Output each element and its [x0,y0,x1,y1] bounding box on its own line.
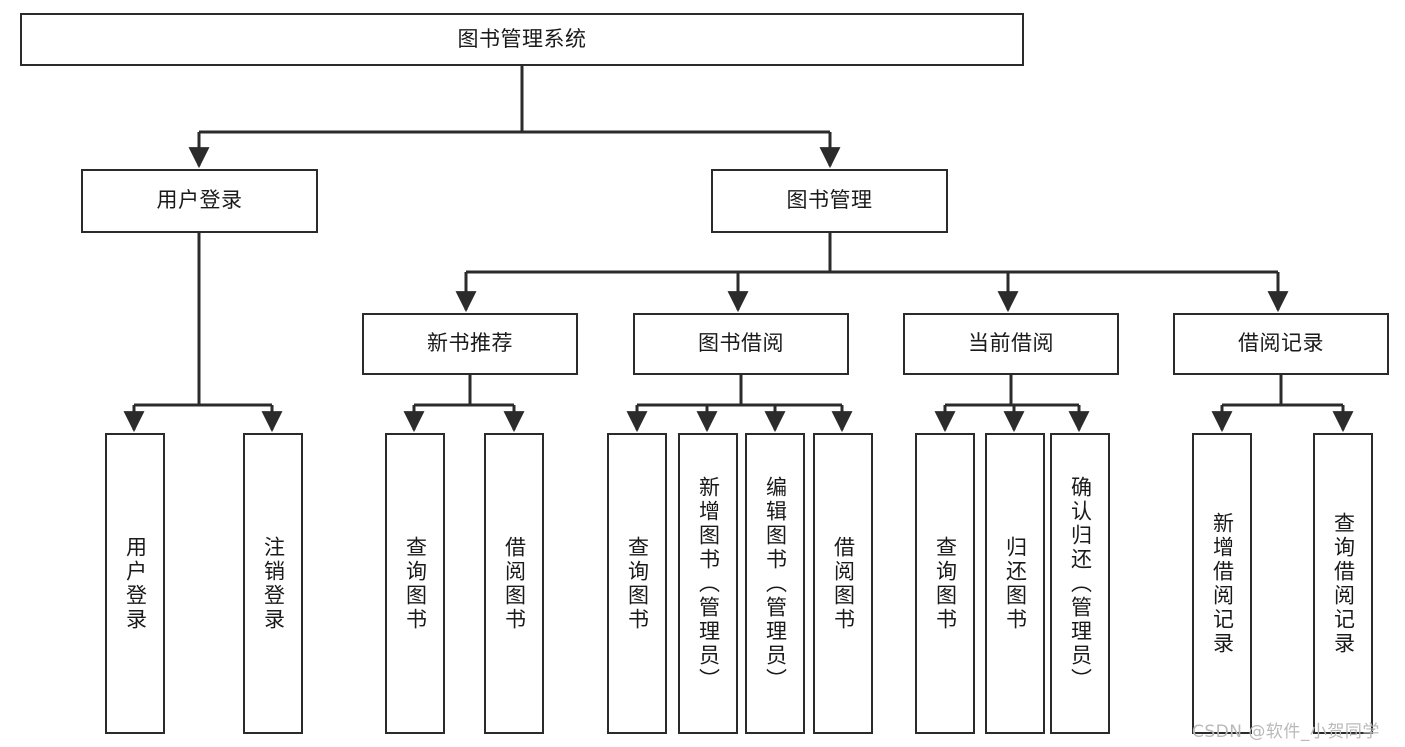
node-book-borrow-label: 图书借阅 [698,331,784,356]
node-root[interactable]: 图书管理系统 [20,13,1024,66]
node-borrow-record-label: 借阅记录 [1238,331,1324,356]
leaf-edit-book-label: 编辑图书（管理员） [763,475,788,692]
leaf-query-book-borrow[interactable]: 查询图书 [607,433,667,734]
leaf-borrow-book-rec-label: 借阅图书 [502,535,527,632]
leaf-user-login-label: 用户登录 [123,535,148,632]
leaf-return-book[interactable]: 归还图书 [985,433,1045,734]
leaf-user-login[interactable]: 用户登录 [105,433,165,734]
leaf-query-record-label: 查询借阅记录 [1331,511,1356,656]
node-new-book-rec[interactable]: 新书推荐 [362,313,578,375]
leaf-return-book-label: 归还图书 [1003,535,1028,632]
leaf-logout-label: 注销登录 [261,535,286,632]
node-book-manage-label: 图书管理 [786,188,873,213]
node-borrow-record[interactable]: 借阅记录 [1173,313,1389,375]
leaf-query-record[interactable]: 查询借阅记录 [1313,433,1373,734]
leaf-query-book-rec[interactable]: 查询图书 [385,433,445,734]
leaf-logout[interactable]: 注销登录 [243,433,303,734]
leaf-borrow-book[interactable]: 借阅图书 [813,433,873,734]
leaf-query-book-current[interactable]: 查询图书 [915,433,975,734]
leaf-confirm-return[interactable]: 确认归还（管理员） [1050,433,1110,734]
leaf-query-book-borrow-label: 查询图书 [625,535,650,632]
leaf-borrow-book-rec[interactable]: 借阅图书 [484,433,544,734]
leaf-query-book-rec-label: 查询图书 [403,535,428,632]
node-root-label: 图书管理系统 [457,26,587,51]
node-new-book-rec-label: 新书推荐 [427,331,513,356]
node-current-borrow-label: 当前借阅 [968,331,1054,356]
node-user-login-label: 用户登录 [156,188,243,213]
node-book-manage[interactable]: 图书管理 [711,169,948,233]
node-user-login[interactable]: 用户登录 [81,169,318,233]
leaf-confirm-return-label: 确认归还（管理员） [1068,475,1093,692]
leaf-edit-book[interactable]: 编辑图书（管理员） [745,433,805,734]
leaf-add-record[interactable]: 新增借阅记录 [1192,433,1252,734]
node-current-borrow[interactable]: 当前借阅 [903,313,1119,375]
node-book-borrow[interactable]: 图书借阅 [633,313,849,375]
leaf-add-book-label: 新增图书（管理员） [696,475,721,692]
leaf-borrow-book-label: 借阅图书 [831,535,856,632]
leaf-add-book[interactable]: 新增图书（管理员） [678,433,738,734]
leaf-add-record-label: 新增借阅记录 [1210,511,1235,656]
leaf-query-book-current-label: 查询图书 [933,535,958,632]
